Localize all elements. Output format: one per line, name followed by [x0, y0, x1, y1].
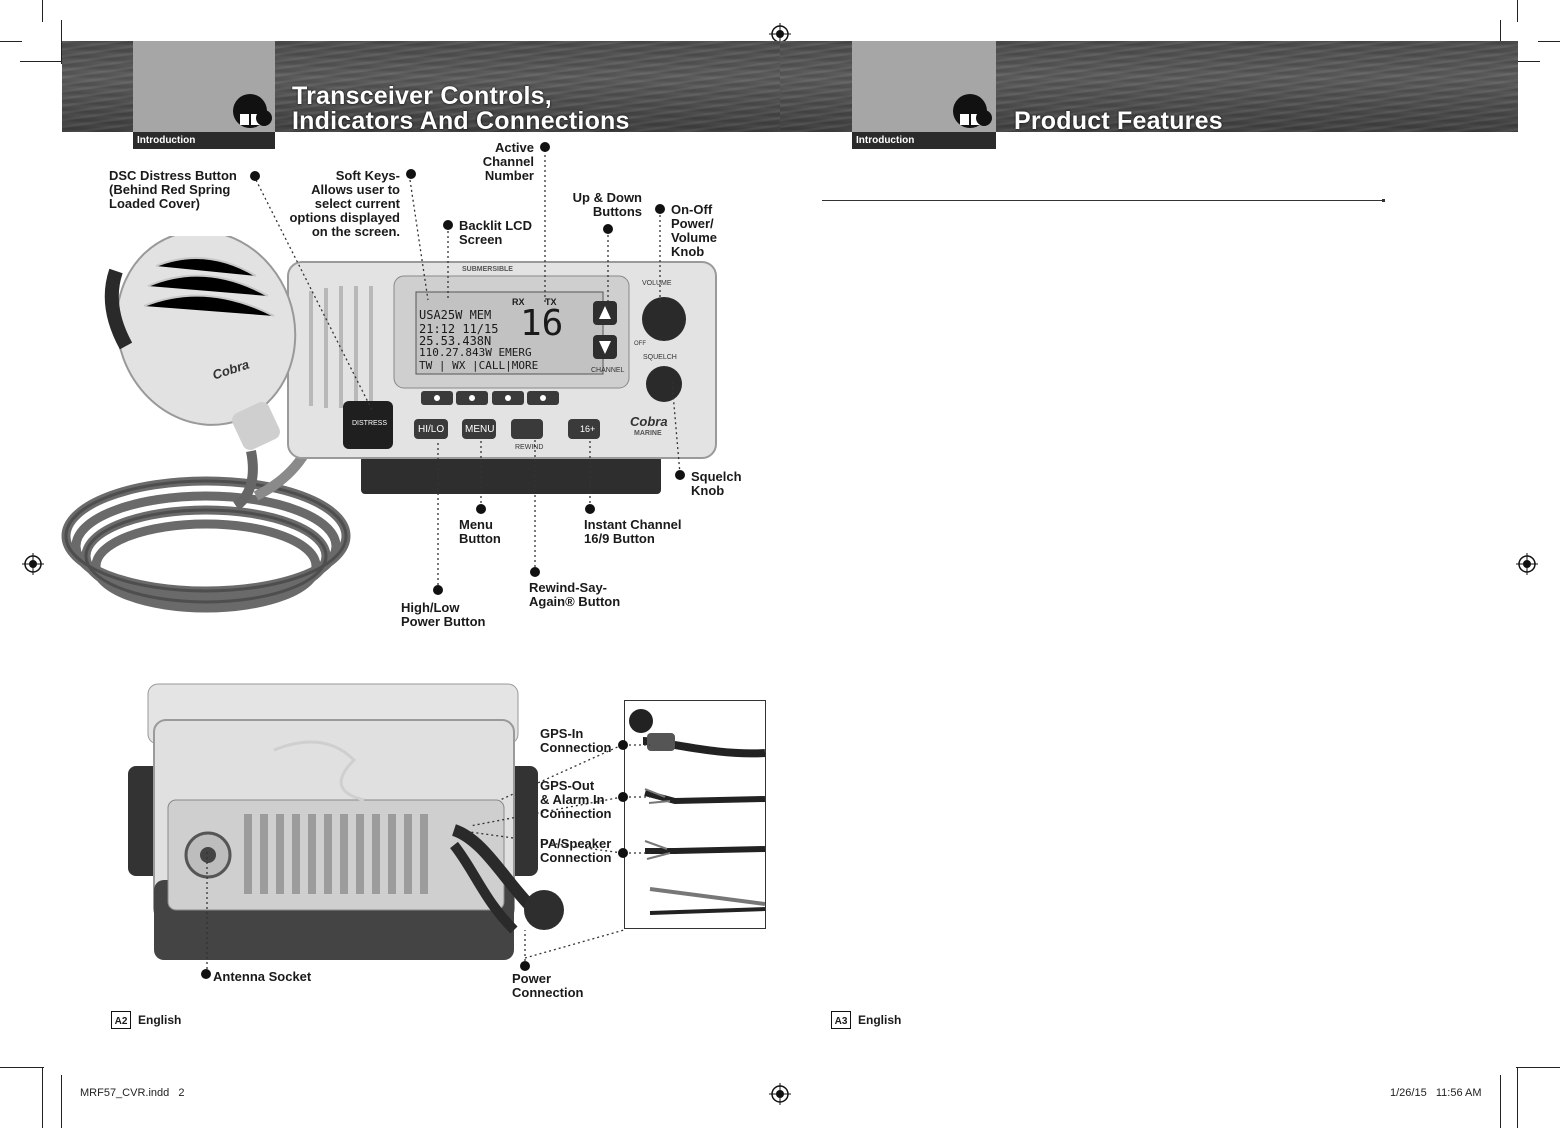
callout-dot	[675, 470, 685, 480]
callout-gps-in: GPS-In Connection	[540, 726, 612, 755]
callout-instant-channel: Instant Channel 16/9 Button	[584, 517, 682, 546]
callout-dot	[520, 961, 530, 971]
left-page-title-line1: Transceiver Controls,	[292, 82, 552, 110]
callout-dot	[433, 585, 443, 595]
callout-dot	[406, 169, 416, 179]
callout-soft-keys: Soft Keys- Allows user to select current…	[289, 168, 400, 239]
callout-backlit-lcd: Backlit LCD Screen	[459, 218, 532, 247]
callout-dot	[443, 220, 453, 230]
callout-dot	[618, 740, 628, 750]
lcd-line-5: TW | WX |CALL|MORE	[419, 359, 539, 372]
callout-antenna: Antenna Socket	[213, 969, 312, 984]
left-page-title-line2: Indicators And Connections	[292, 107, 630, 135]
lcd-line-4: 110.27.843W EMERG	[419, 346, 532, 359]
lcd-line-3: 25.53.438N	[419, 334, 492, 348]
lcd-rx-indicator: RX	[512, 297, 525, 307]
lcd-channel-number: 16	[520, 303, 564, 344]
callout-on-off: On-Off Power/ Volume Knob	[671, 202, 717, 259]
right-page-title: Product Features	[1014, 107, 1223, 135]
callout-dot	[250, 171, 260, 181]
radio-channel-label: CHANNEL	[591, 367, 625, 374]
left-page-number-badge: A2	[111, 1011, 131, 1029]
callout-dot	[618, 792, 628, 802]
radio-squelch-label: SQUELCH	[643, 354, 677, 361]
callout-dot	[540, 142, 550, 152]
radio-brand-sub: MARINE	[634, 430, 662, 437]
callout-gps-out: GPS-Out & Alarm In Connection	[540, 778, 612, 821]
radio-hilo-label: HI/LO	[418, 424, 445, 435]
radio-16-label: 16+	[580, 424, 596, 434]
callout-high-low: High/Low Power Button	[401, 600, 486, 629]
callout-dsc-distress: DSC Distress Button (Behind Red Spring L…	[109, 168, 237, 211]
callout-pa-speaker: PA/Speaker Connection	[540, 836, 612, 865]
callout-squelch: Squelch Knob	[691, 469, 742, 498]
callout-leader-lines	[206, 150, 681, 974]
right-page-rule	[822, 200, 1384, 201]
slug-datetime: 1/26/15 11:56 AM	[1390, 1087, 1482, 1099]
right-page-number-badge: A3	[831, 1011, 851, 1029]
callout-power: Power Connection	[512, 971, 584, 1000]
callout-up-down: Up & Down Buttons	[572, 190, 642, 219]
registration-mark-icon	[769, 1083, 791, 1105]
callout-active-channel: Active Channel Number	[482, 140, 534, 183]
callout-dot	[618, 848, 628, 858]
radio-brand-logo: Cobra	[630, 414, 668, 429]
callout-dot	[603, 224, 613, 234]
lcd-line-2: 21:12 11/15	[419, 322, 499, 336]
radio-front-illustration	[61, 236, 717, 613]
right-section-tab-label[interactable]: Introduction	[852, 132, 996, 149]
left-footer-language: English	[138, 1013, 182, 1027]
lcd-tx-indicator: TX	[545, 297, 557, 307]
callout-dot	[201, 969, 211, 979]
callout-dot	[476, 504, 486, 514]
slug-filename: MRF57_CVR.indd 2	[80, 1087, 185, 1099]
lcd-line-1: USA25W MEM	[419, 308, 492, 322]
registration-mark-icon	[22, 553, 44, 575]
callout-dot	[585, 504, 595, 514]
callout-menu: Menu Button	[459, 517, 501, 546]
right-footer-language: English	[858, 1013, 902, 1027]
radio-label-submersible: SUBMERSIBLE	[462, 266, 513, 273]
radio-menu-label: MENU	[465, 424, 495, 435]
callout-dot	[530, 567, 540, 577]
callout-rewind: Rewind-Say- Again® Button	[529, 580, 621, 609]
cable-box	[624, 700, 766, 929]
cable-illustration	[629, 709, 765, 915]
right-page-rule-end	[1382, 199, 1385, 202]
radio-off-label: OFF	[634, 341, 646, 347]
radio-distress-label: DISTRESS	[352, 420, 388, 427]
callout-dot	[655, 204, 665, 214]
section-icon	[953, 94, 992, 128]
radio-rewind-label: REWIND	[515, 444, 544, 451]
left-section-tab-label[interactable]: Introduction	[133, 132, 275, 149]
radio-rear-illustration	[128, 683, 564, 960]
section-icon	[233, 94, 272, 128]
radio-volume-label: VOLUME	[642, 280, 672, 287]
registration-mark-icon	[1516, 553, 1538, 575]
